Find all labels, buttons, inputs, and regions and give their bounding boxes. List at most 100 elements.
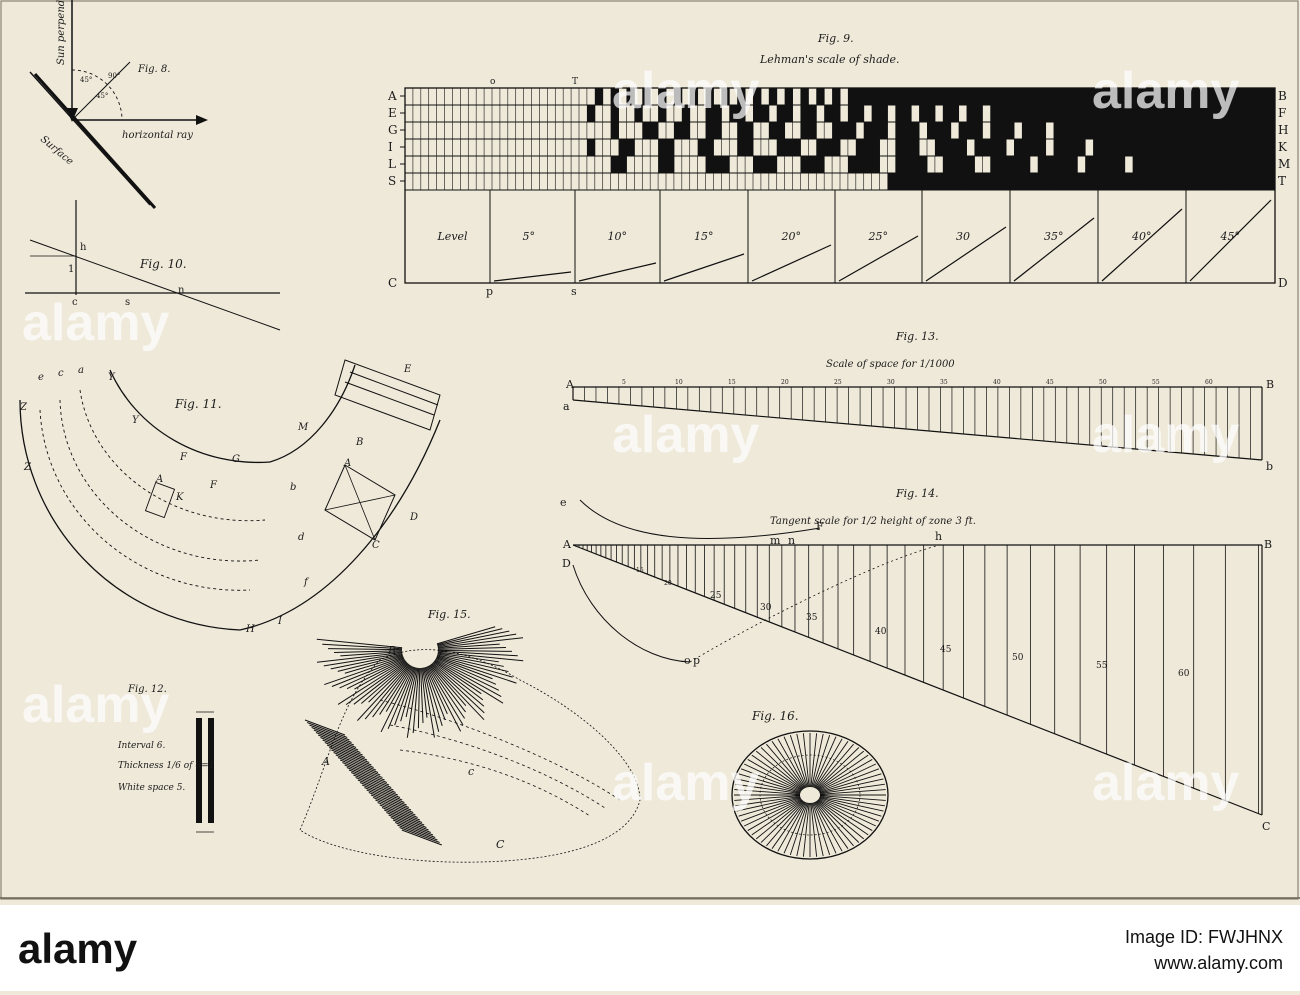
fig-11-letter: Z — [23, 462, 32, 473]
fig-10-caption: Fig. 10. — [139, 257, 187, 271]
fig-13-tick-label: 30 — [887, 379, 895, 386]
footer-bar: alamy Image ID: FWJHNX www.alamy.com — [0, 905, 1300, 991]
fig-8-sun-label: Sun perpend. — [56, 0, 67, 65]
fig-9-caption: Fig. 9. — [817, 32, 854, 45]
watermark-text: alamy — [1092, 406, 1240, 464]
fig-14-letter: n — [788, 534, 795, 547]
watermark-text: alamy — [612, 754, 760, 812]
watermark-text: alamy — [22, 676, 170, 734]
fig-13-caption: Fig. 13. — [895, 330, 939, 343]
fig-9-bottom-mark: p — [486, 285, 493, 298]
fig-12-stripes: Fig. 12. Interval 6. Thickness 1/6 of 6=… — [117, 684, 214, 833]
fig-15-letter: c — [468, 765, 474, 778]
fig-16-radial-disc: Fig. 16. — [731, 709, 889, 860]
fig-14-letter: C — [1262, 820, 1270, 833]
fig-9-panel-label: 20° — [781, 230, 802, 243]
fig-11-letter: b — [290, 482, 296, 493]
fig-14-tick-label: 35 — [806, 613, 818, 623]
fig-14-tick-label: 60 — [1178, 669, 1190, 679]
fig-8-angle-c: 45° — [96, 92, 108, 100]
fig-16-caption: Fig. 16. — [751, 709, 799, 723]
watermark-text: alamy — [1092, 62, 1240, 120]
fig-9-top-letter: T — [572, 77, 578, 87]
fig-13-tick-label: 15 — [728, 379, 736, 386]
fig-11-letter: Y — [108, 372, 116, 383]
watermark-text: alamy — [22, 294, 170, 352]
fig-11-letter: K — [175, 492, 184, 503]
fig-13-label-A: A — [565, 378, 575, 391]
fig-13-tick-label: 60 — [1205, 379, 1213, 386]
fig-14-tick-label: 45 — [940, 645, 952, 655]
fig-9-top-letter: o — [490, 77, 495, 87]
fig-9-row-letter-right: B — [1278, 89, 1287, 103]
fig-11-letter: M — [297, 422, 309, 433]
fig-11-letter: Z — [19, 402, 28, 413]
fig-13-title: Scale of space for 1/1000 — [826, 359, 955, 370]
fig-14-tangent-scale: Fig. 14. Tangent scale for 1/2 height of… — [560, 487, 1272, 833]
fig-14-small-tick: 15 — [636, 567, 644, 574]
fig-13-label-B: B — [1266, 378, 1274, 391]
fig-14-letter: F — [816, 520, 824, 533]
fig-15-letter: B — [387, 644, 396, 657]
fig-13-tick-label: 40 — [993, 379, 1001, 386]
fig-9-panel-label: 25° — [868, 230, 889, 243]
fig-11-letter: F — [179, 452, 188, 463]
fig-11-letter: a — [78, 365, 84, 376]
fig-11-letter: D — [409, 512, 418, 523]
fig-13-tick-label: 45 — [1046, 379, 1054, 386]
watermark-text: alamy — [1092, 754, 1240, 812]
watermark-text: alamy — [612, 406, 760, 464]
fig-11-letter: Y — [132, 415, 140, 426]
fig-9-row-letter-right: F — [1278, 106, 1286, 120]
fig-9-row-letter-right: K — [1278, 140, 1288, 154]
fig-14-letter: B — [1264, 538, 1272, 551]
fig-10-label-h: h — [80, 242, 87, 253]
footer-brand: alamy — [18, 925, 138, 972]
fig-9-panel-label: 10° — [608, 230, 628, 243]
fig-9-corner-D: D — [1278, 276, 1288, 290]
fig-12-interval: Interval 6. — [117, 741, 166, 751]
fig-14-title: Tangent scale for 1/2 height of zone 3 f… — [770, 516, 976, 527]
fig-11-letter: I — [277, 616, 283, 627]
fig-9-row-letter-left: I — [388, 140, 393, 154]
fig-9-bottom-mark: s — [571, 285, 577, 298]
watermark-text: alamy — [612, 62, 760, 120]
fig-10-label-1: 1 — [68, 264, 74, 275]
fig-14-tick-label: 55 — [1096, 661, 1108, 671]
fig-9-panel-label: 35° — [1044, 230, 1064, 243]
fig-13-tick-label: 20 — [781, 379, 789, 386]
fig-13-tick-label: 50 — [1099, 379, 1107, 386]
fig-9-panel-label: Level — [437, 230, 469, 243]
fig-15-letter: C — [496, 838, 505, 851]
fig-12-thickness: Thickness 1/6 of 6=1 — [118, 761, 214, 771]
fig-9-title: Lehman's scale of shade. — [759, 53, 900, 66]
fig-14-tick-label: 50 — [1012, 653, 1024, 663]
fig-9-corner-C: C — [388, 276, 397, 290]
watermark-layer: alamy alamy alamy alamy alamy alamy alamy alamy — [22, 62, 1240, 812]
fig-13-tick-label: 25 — [834, 379, 842, 386]
fig-8-angle-b: 90° — [108, 72, 120, 80]
fig-8-caption: Fig. 8. — [137, 64, 170, 75]
fig-13-tick-label: 55 — [1152, 379, 1160, 386]
fig-13-label-b: b — [1266, 460, 1273, 473]
fig-14-tick-label: 30 — [760, 603, 772, 613]
fig-9-row-letter-right: H — [1278, 123, 1288, 137]
fig-12-white-space: White space 5. — [118, 783, 185, 793]
fig-9-panel-label: 40° — [1131, 230, 1152, 243]
fig-8-ray-label: horizontal ray — [122, 130, 193, 141]
fig-10-label-c: c — [72, 297, 78, 308]
fig-12-caption: Fig. 12. — [127, 684, 167, 695]
fig-9-row-letter-left: A — [387, 89, 397, 103]
fig-10-diagram: Fig. 10. h 1 c s n — [25, 200, 281, 331]
fig-11-letter: e — [38, 372, 44, 383]
fig-14-letter: D — [562, 557, 571, 570]
fig-14-letter: m — [770, 534, 781, 547]
fig-15-letter: A — [321, 755, 330, 768]
fig-9-row-letter-left: G — [388, 123, 398, 137]
footer-url: www.alamy.com — [1153, 953, 1283, 973]
fig-11-letter: H — [245, 624, 255, 635]
fig-9-panel-label: 30 — [956, 230, 970, 243]
